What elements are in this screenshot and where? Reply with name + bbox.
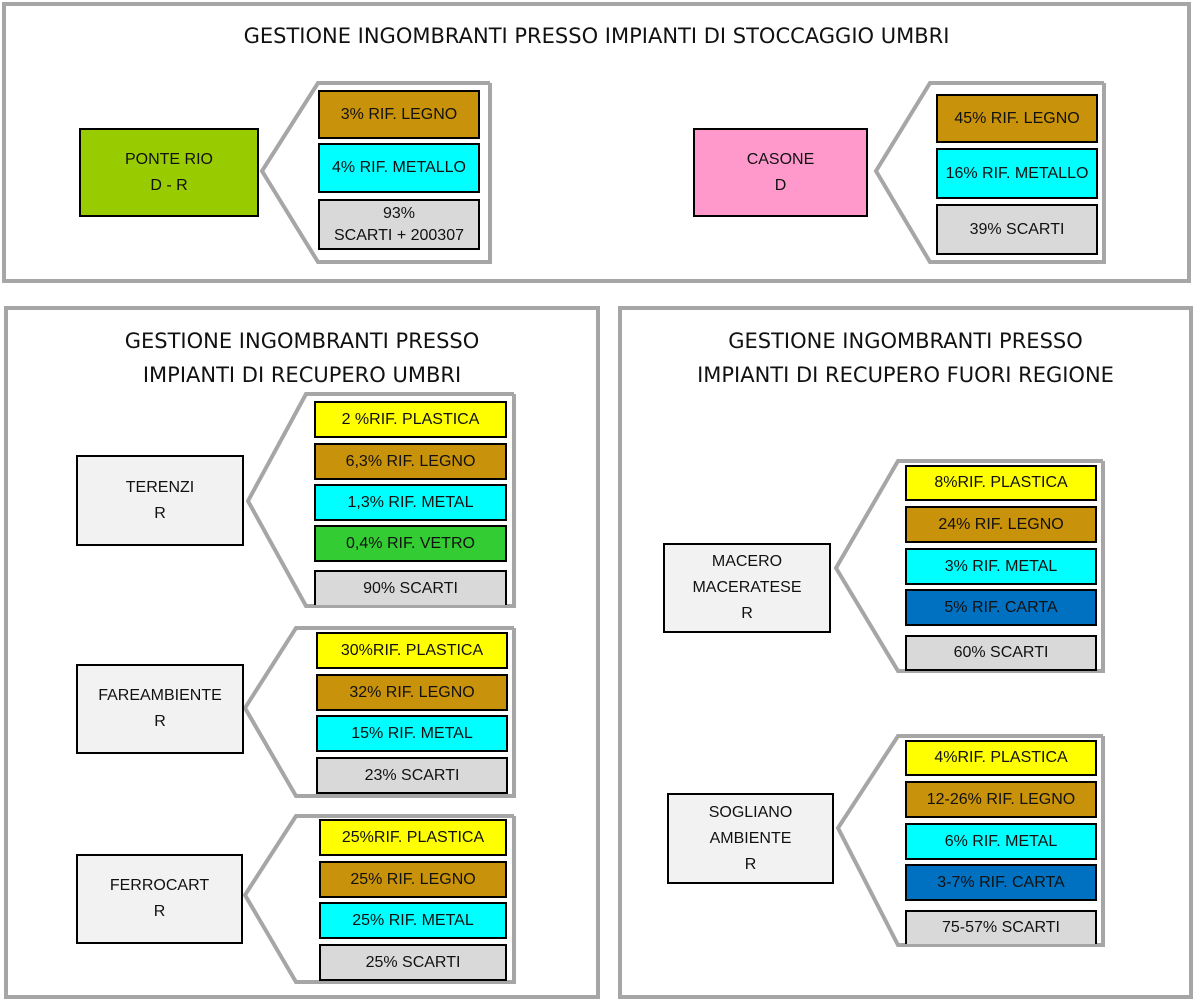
output-scarti: 90% SCARTI: [314, 570, 507, 605]
output-legno: 12-26% RIF. LEGNO: [905, 781, 1097, 818]
output-metallo: 25% RIF. METAL: [319, 902, 507, 939]
plant-fareambiente: FAREAMBIENTE R: [76, 664, 244, 754]
plant-ferrocart: FERROCART R: [76, 854, 243, 944]
output-metallo: 3% RIF. METAL: [905, 548, 1097, 585]
plant-casone: CASONE D: [693, 128, 868, 217]
plant-ponte-rio: PONTE RIO D - R: [79, 128, 259, 217]
bracket-ponte-rio: [259, 81, 492, 264]
output-plastica: 4%RIF. PLASTICA: [905, 740, 1097, 776]
output-legno: 3% RIF. LEGNO: [318, 90, 480, 139]
output-scarti: 93% SCARTI + 200307: [318, 199, 480, 250]
output-vetro: 0,4% RIF. VETRO: [314, 525, 507, 562]
output-plastica: 30%RIF. PLASTICA: [316, 632, 508, 669]
plant-macero-maceratese: MACERO MACERATESE R: [663, 543, 831, 633]
output-metallo: 16% RIF. METALLO: [936, 148, 1098, 199]
bracket-casone: [873, 81, 1106, 264]
bracket-terenzi: [245, 392, 516, 608]
output-plastica: 2 %RIF. PLASTICA: [314, 401, 507, 438]
output-scarti: 23% SCARTI: [316, 757, 508, 794]
output-legno: 32% RIF. LEGNO: [316, 674, 508, 711]
output-legno: 24% RIF. LEGNO: [905, 506, 1097, 543]
bracket-ferrocart: [242, 814, 516, 984]
output-scarti: 25% SCARTI: [319, 944, 507, 981]
bracket-fareambiente: [242, 626, 516, 798]
bracket-macero: [833, 459, 1105, 673]
output-metallo: 4% RIF. METALLO: [318, 143, 480, 193]
output-carta: 5% RIF. CARTA: [905, 589, 1097, 626]
output-legno: 6,3% RIF. LEGNO: [314, 443, 507, 480]
bracket-sogliano: [835, 734, 1105, 947]
output-plastica: 25%RIF. PLASTICA: [319, 819, 507, 856]
plant-sogliano-ambiente: SOGLIANO AMBIENTE R: [667, 793, 834, 884]
output-metallo: 6% RIF. METAL: [905, 823, 1097, 860]
output-scarti: 75-57% SCARTI: [905, 910, 1097, 944]
storage-panel-title: GESTIONE INGOMBRANTI PRESSO IMPIANTI DI …: [243, 24, 950, 48]
output-carta: 3-7% RIF. CARTA: [905, 864, 1097, 901]
outside-recovery-panel-title: GESTIONE INGOMBRANTI PRESSO IMPIANTI DI …: [697, 329, 1114, 387]
output-metallo: 1,3% RIF. METAL: [314, 484, 507, 521]
output-legno: 25% RIF. LEGNO: [319, 861, 507, 898]
output-plastica: 8%RIF. PLASTICA: [905, 465, 1097, 501]
output-scarti: 39% SCARTI: [936, 204, 1098, 255]
output-legno: 45% RIF. LEGNO: [936, 94, 1098, 143]
plant-terenzi: TERENZI R: [76, 455, 244, 546]
umbria-recovery-panel-title: GESTIONE INGOMBRANTI PRESSO IMPIANTI DI …: [124, 329, 480, 387]
output-metallo: 15% RIF. METAL: [316, 715, 508, 752]
output-scarti: 60% SCARTI: [905, 635, 1097, 671]
